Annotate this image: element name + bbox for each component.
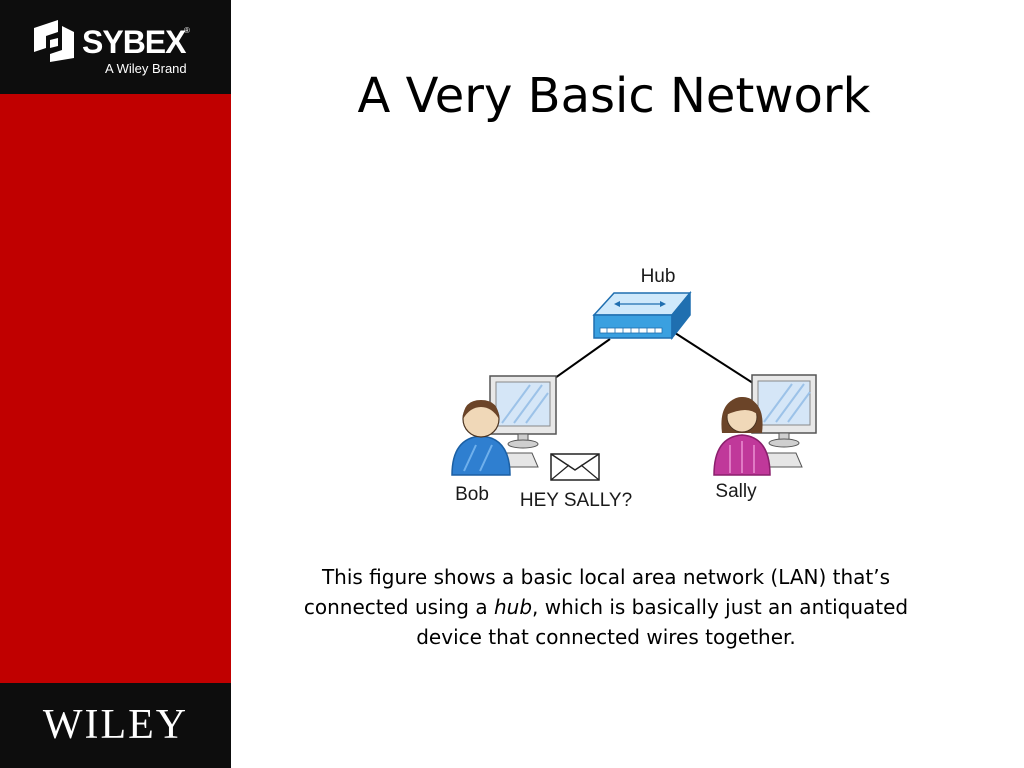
- bob-computer-icon: [489, 375, 557, 468]
- sidebar-band: [0, 0, 231, 768]
- sally-person-icon: [713, 397, 771, 476]
- sybex-wordmark: SYBEX: [82, 24, 186, 60]
- caption-text-before: This figure shows a basic local area net…: [303, 565, 891, 619]
- wiley-logo-box: [0, 683, 231, 768]
- sybex-tagline: A Wiley Brand: [105, 61, 187, 76]
- cable-hub-sally: [671, 330, 757, 386]
- network-diagram: Hub Bob HEY SALLY?: [451, 266, 817, 511]
- bob-person-icon: [451, 400, 511, 476]
- slide-title: A Very Basic Network: [357, 68, 871, 124]
- envelope-icon: [550, 453, 600, 481]
- bob-label: Bob: [455, 484, 489, 505]
- cable-bob-hub: [547, 338, 611, 384]
- slide-caption: This figure shows a basic local area net…: [270, 562, 942, 652]
- hub-icon: [592, 290, 692, 341]
- sally-computer-icon: [751, 374, 817, 468]
- caption-text-after: , which is basically just an antiquated …: [416, 595, 909, 649]
- wiley-wordmark: WILEY: [42, 702, 189, 748]
- sally-label: Sally: [715, 481, 757, 502]
- sybex-logo: SYBEX ® A Wiley Brand: [0, 0, 231, 94]
- caption-emphasis-hub: hub: [493, 595, 533, 619]
- registered-mark: ®: [184, 26, 190, 35]
- message-label: HEY SALLY?: [520, 490, 632, 511]
- hub-label: Hub: [641, 266, 676, 287]
- sybex-mark-icon: [34, 20, 74, 62]
